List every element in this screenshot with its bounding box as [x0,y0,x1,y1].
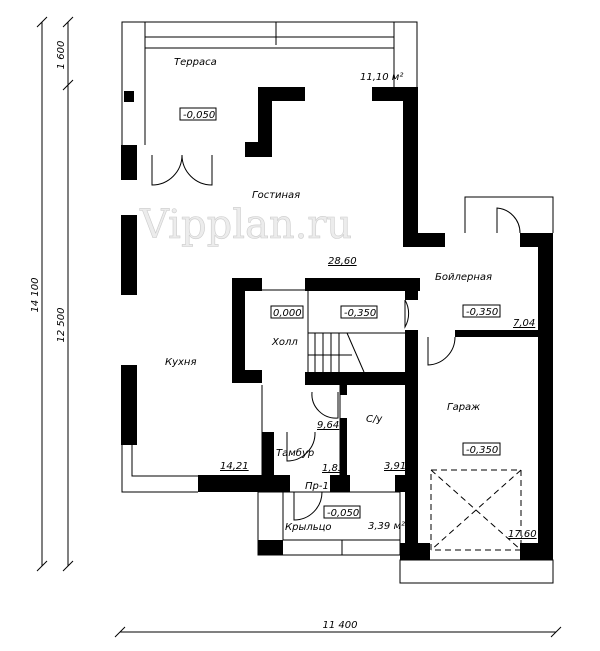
watermark: Vipplan.ru [139,202,352,248]
room-name-terrace: Терраса [174,57,217,68]
room-name-garage: Гараж [447,402,480,413]
room-name-wc: С/у [366,414,383,425]
room-name-living: Гостиная [252,190,300,201]
room-area-boiler: 7,04 [513,318,535,329]
door-mark: Пр-1 [305,481,329,492]
room-name-boiler: Бойлерная [435,272,492,283]
level-stair: -0,350 [344,308,376,319]
room-name-hall: Холл [271,337,298,348]
doors [151,154,521,521]
dimension-lines [36,16,562,638]
room-area-vestibule: 1,83 [322,463,344,474]
room-area-kitchen: 14,21 [220,461,249,472]
room-area-terrace: 11,10 м² [360,72,403,83]
room-area-wc: 3,91 [384,461,406,472]
level-boiler: -0,350 [466,307,498,318]
level-porch: -0,050 [327,508,359,519]
level-garage: -0,350 [466,445,498,456]
room-area-porch: 3,39 м² [368,521,405,532]
dim-house-depth: 12 500 [56,308,67,343]
level-hall: 0,000 [273,308,302,319]
dim-total-height: 14 100 [30,278,41,313]
outlines [121,21,554,584]
dim-terrace-depth: 1 600 [56,41,67,70]
room-area-garage: 17,60 [508,529,537,540]
room-name-kitchen: Кухня [165,357,197,368]
level-terrace: -0,050 [183,110,215,121]
dim-total-width: 11 400 [323,620,358,631]
room-name-porch: Крыльцо [285,522,332,533]
room-area-living: 28,60 [328,256,357,267]
room-name-vestibule: Тамбур [276,447,314,459]
room-area-hall: 9,64 [317,420,339,431]
walls [121,87,553,560]
